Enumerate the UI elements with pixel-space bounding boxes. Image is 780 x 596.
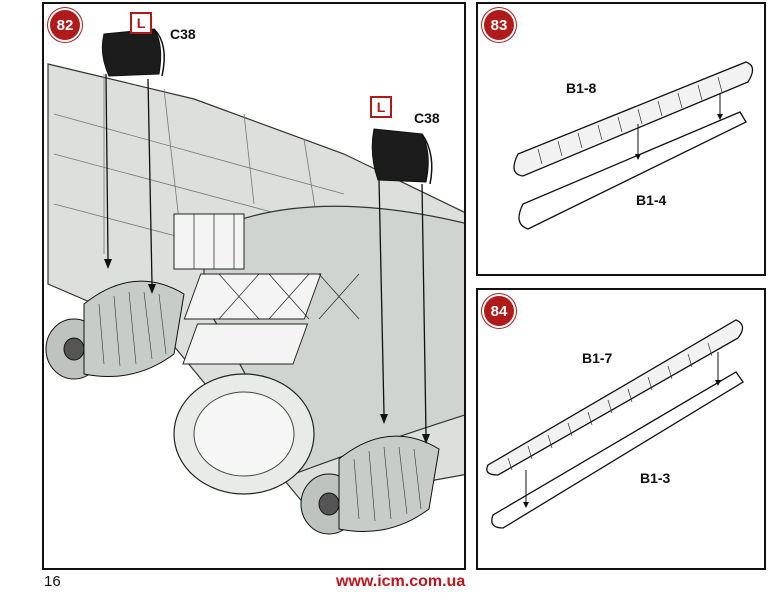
step-82-illustration (45, 28, 464, 535)
step-83-illustration (513, 61, 754, 230)
step-82-badge: 82 (50, 10, 80, 40)
page-number: 16 (44, 573, 61, 590)
assembly-arrows (105, 73, 427, 435)
step-84-panel: 84 B1-7 B1-3 (476, 288, 766, 570)
label-b1-3: B1-3 (640, 470, 671, 486)
part-c38-b (371, 128, 433, 185)
part-b1-4-shape (518, 111, 747, 230)
step-82-panel: 82 L C38 L C38 (42, 2, 466, 570)
marker-l-b: L (370, 96, 392, 118)
marker-l-a: L (130, 12, 152, 34)
label-c38-a: C38 (170, 26, 196, 42)
bomb-bay-frames (173, 213, 322, 365)
step-84-badge: 84 (484, 296, 514, 326)
label-b1-7: B1-7 (582, 350, 613, 366)
part-b1-8-ribs (537, 76, 723, 165)
step-83-badge: 83 (484, 10, 514, 40)
part-b1-7-ribs (507, 342, 713, 471)
step-84-arrows (525, 352, 719, 502)
part-c38-a (101, 28, 165, 77)
left-engine (45, 280, 185, 380)
bay-cross-braces (193, 214, 360, 320)
website-link[interactable]: www.icm.com.ua (336, 573, 466, 590)
step-84-illustration (486, 319, 744, 529)
step-83-panel: 83 B1-8 B1-4 (476, 2, 766, 276)
part-b1-8-shape (513, 61, 754, 177)
step-83-arrows (637, 94, 721, 154)
part-b1-3-shape (491, 371, 744, 529)
label-b1-4: B1-4 (636, 192, 667, 208)
label-c38-b: C38 (414, 110, 440, 126)
part-b1-7-shape (486, 319, 744, 476)
label-b1-8: B1-8 (566, 80, 597, 96)
right-engine (300, 435, 440, 535)
arrowheads (104, 259, 430, 444)
